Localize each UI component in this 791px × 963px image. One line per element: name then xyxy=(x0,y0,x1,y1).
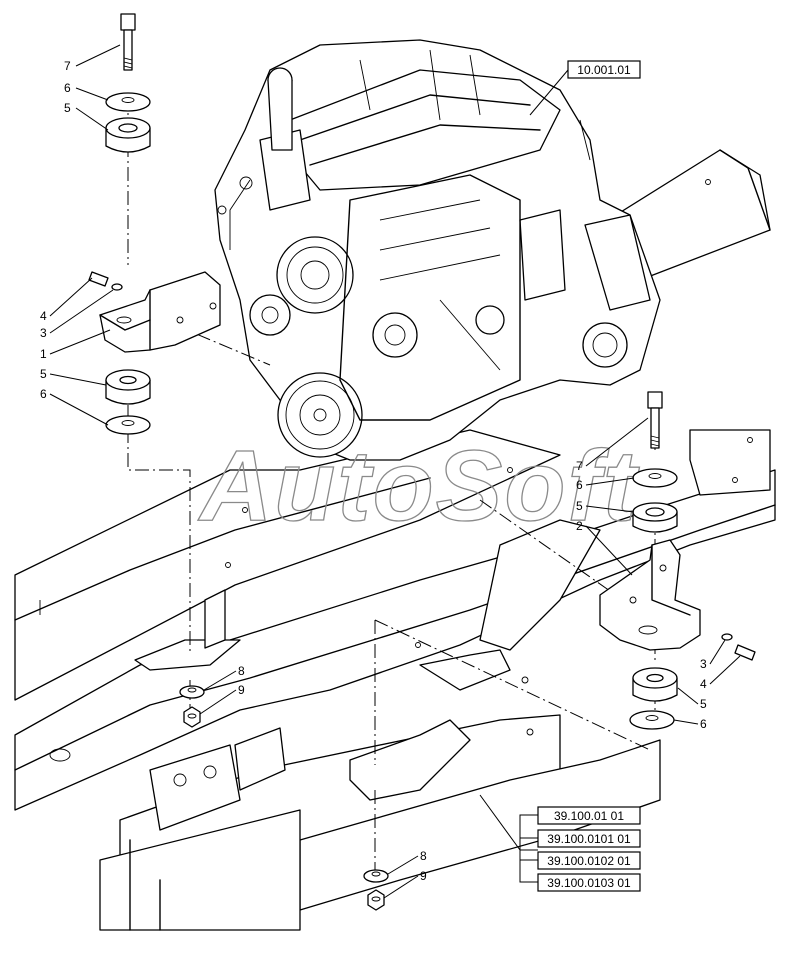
callout-bottom-8: 8 xyxy=(420,849,427,863)
callout-left-5b: 5 xyxy=(40,367,47,381)
callout-left-8: 8 xyxy=(238,664,245,678)
callout-right-2: 2 xyxy=(576,519,583,533)
washer-nut-bottom xyxy=(363,869,389,911)
mount-bracket-left xyxy=(99,271,221,353)
callout-bottom-9: 9 xyxy=(420,869,427,883)
small-bolt-right xyxy=(721,633,756,661)
callout-left-9: 9 xyxy=(238,683,245,697)
ref-frame-1: 39.100.0101 01 xyxy=(547,832,631,846)
bolt-left xyxy=(120,13,136,71)
washer-left-bottom xyxy=(105,415,151,435)
callout-right-4: 4 xyxy=(700,677,707,691)
mount-bracket-right xyxy=(599,539,701,651)
rubber-mount-left-bottom xyxy=(105,369,151,405)
ref-frame-0: 39.100.01 01 xyxy=(554,809,624,823)
callout-left-6: 6 xyxy=(64,81,71,95)
callout-right-7: 7 xyxy=(576,459,583,473)
callout-right-5b: 5 xyxy=(700,697,707,711)
callout-left-3: 3 xyxy=(40,326,47,340)
washer-right-top xyxy=(632,468,678,488)
washer-right-bottom xyxy=(629,710,675,730)
callout-left-6b: 6 xyxy=(40,387,47,401)
callout-left-4: 4 xyxy=(40,309,47,323)
bolt-right xyxy=(647,391,663,449)
washer-nut-left-lower xyxy=(179,685,205,728)
rubber-mount-right-top xyxy=(632,502,678,533)
callout-right-6: 6 xyxy=(576,478,583,492)
reference-frame: 39.100.01 01 39.100.0101 01 39.100.0102 … xyxy=(479,794,641,892)
ref-frame-3: 39.100.0103 01 xyxy=(547,876,631,890)
callouts-left-stack: 7 6 5 4 3 1 5 6 xyxy=(40,44,121,426)
reference-engine: 10.001.01 xyxy=(529,60,641,116)
watermark: AutoSoft xyxy=(197,430,640,542)
rubber-mount-left-top xyxy=(105,117,151,153)
chassis-frame xyxy=(14,149,776,931)
callouts-right-stack: 7 6 5 2 3 4 5 6 xyxy=(576,417,741,731)
callout-left-7: 7 xyxy=(64,59,71,73)
ref-frame-2: 39.100.0102 01 xyxy=(547,854,631,868)
washer-left-top xyxy=(105,92,151,112)
callout-left-5: 5 xyxy=(64,101,71,115)
callout-right-6b: 6 xyxy=(700,717,707,731)
ref-engine-label: 10.001.01 xyxy=(577,63,631,77)
left-mount-hardware xyxy=(88,13,221,728)
callout-left-1: 1 xyxy=(40,347,47,361)
right-mount-hardware xyxy=(599,391,756,730)
callout-right-3: 3 xyxy=(700,657,707,671)
rubber-mount-right-bottom xyxy=(632,667,678,702)
callout-right-5: 5 xyxy=(576,499,583,513)
small-bolt-left xyxy=(88,271,123,291)
callouts-lower: 8 9 8 9 xyxy=(199,664,427,899)
engine-assembly xyxy=(214,39,661,461)
